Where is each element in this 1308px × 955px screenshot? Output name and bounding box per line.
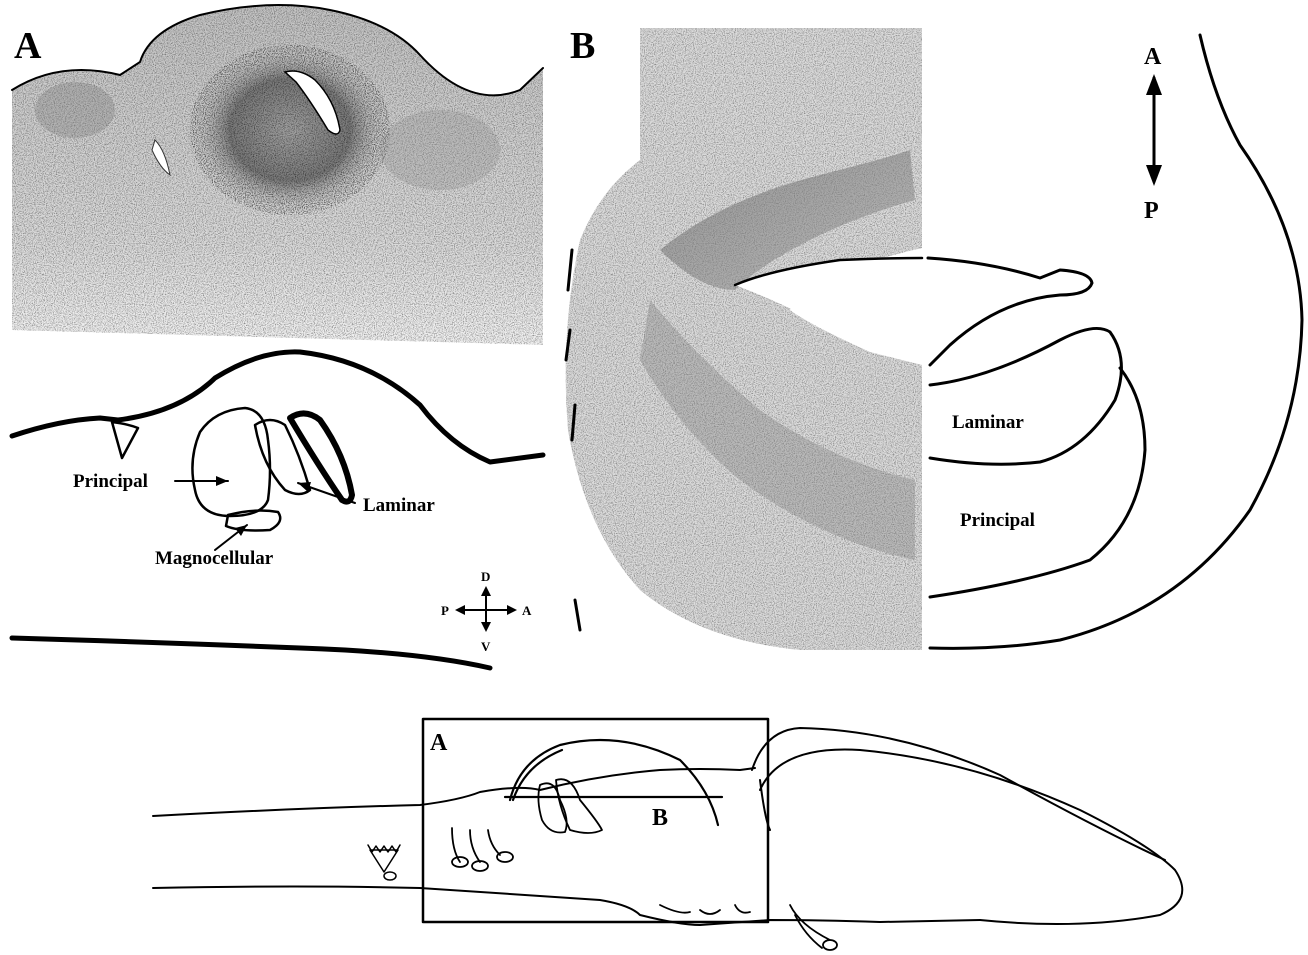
panel-b-letter: B [570, 25, 595, 67]
compass-dorsal: D [481, 569, 490, 584]
panel-b-tracing [928, 35, 1302, 648]
panel-b-micrograph [566, 28, 922, 650]
compass-anterior: A [522, 603, 532, 618]
label-principal-a: Principal [73, 471, 148, 492]
overview-brain-drawing [153, 728, 1182, 950]
label-magnocellular-a: Magnocellular [155, 548, 274, 569]
label-principal-b: Principal [960, 510, 1035, 531]
overview-box-label: A [430, 730, 448, 756]
label-laminar-b: Laminar [952, 412, 1024, 433]
label-laminar-a: Laminar [363, 495, 435, 516]
compass-ventral: V [481, 639, 491, 654]
axis-posterior: P [1144, 198, 1159, 224]
panel-a-letter: A [14, 25, 42, 67]
overview-section-label: B [652, 805, 668, 831]
compass-posterior: P [441, 603, 449, 618]
panel-a-micrograph [12, 5, 543, 345]
compass-rose [455, 586, 517, 632]
axis-anterior: A [1144, 44, 1162, 70]
panel-a-tracing [12, 352, 543, 668]
